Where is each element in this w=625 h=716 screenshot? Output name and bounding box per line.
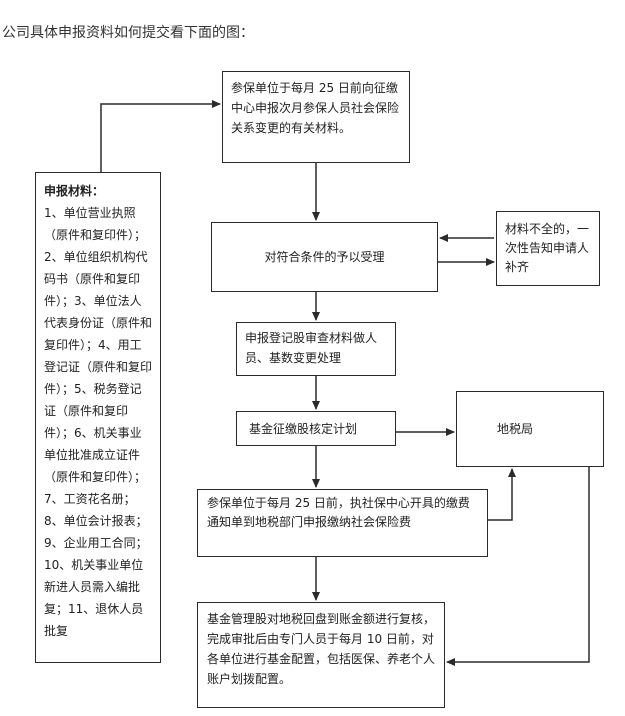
local-tax-bureau: 地税局 xyxy=(456,391,604,467)
materials-box: 申报材料： 1、单位营业执照（原件和复印件）；2、单位组织机构代码书（原件和复印… xyxy=(35,172,161,663)
intro-text: 公司具体申报资料如何提交看下面的图： xyxy=(2,25,254,41)
arrow-left-to-b1 xyxy=(100,100,221,172)
arrow-b7-to-b6 xyxy=(488,468,516,521)
arrow-b6-to-b8 xyxy=(446,467,590,666)
step-notify-incomplete: 材料不全的，一次性告知申请人补齐 xyxy=(496,211,600,286)
step-accept-application: 对符合条件的予以受理 xyxy=(211,222,438,292)
step-verify-plan: 基金征缴股核定计划 xyxy=(236,411,396,446)
materials-list: 1、单位营业执照（原件和复印件）；2、单位组织机构代码书（原件和复印件）；3、单… xyxy=(44,206,153,638)
step-declare-payment: 参保单位于每月 25 日前，执社保中心开具的缴费通知单到地税部门申报缴纳社会保险… xyxy=(197,489,488,557)
step-submit-materials: 参保单位于每月 25 日前向征缴中心申报次月参保人员社会保险关系变更的有关材料。 xyxy=(222,71,410,163)
step-fund-allocation: 基金管理股对地税回盘到账金额进行复核，完成审批后由专门人员于每月 10 日前，对… xyxy=(197,602,445,708)
step-review-materials: 申报登记股审查材料做人员、基数变更处理 xyxy=(236,322,396,376)
materials-title: 申报材料： xyxy=(44,184,105,198)
